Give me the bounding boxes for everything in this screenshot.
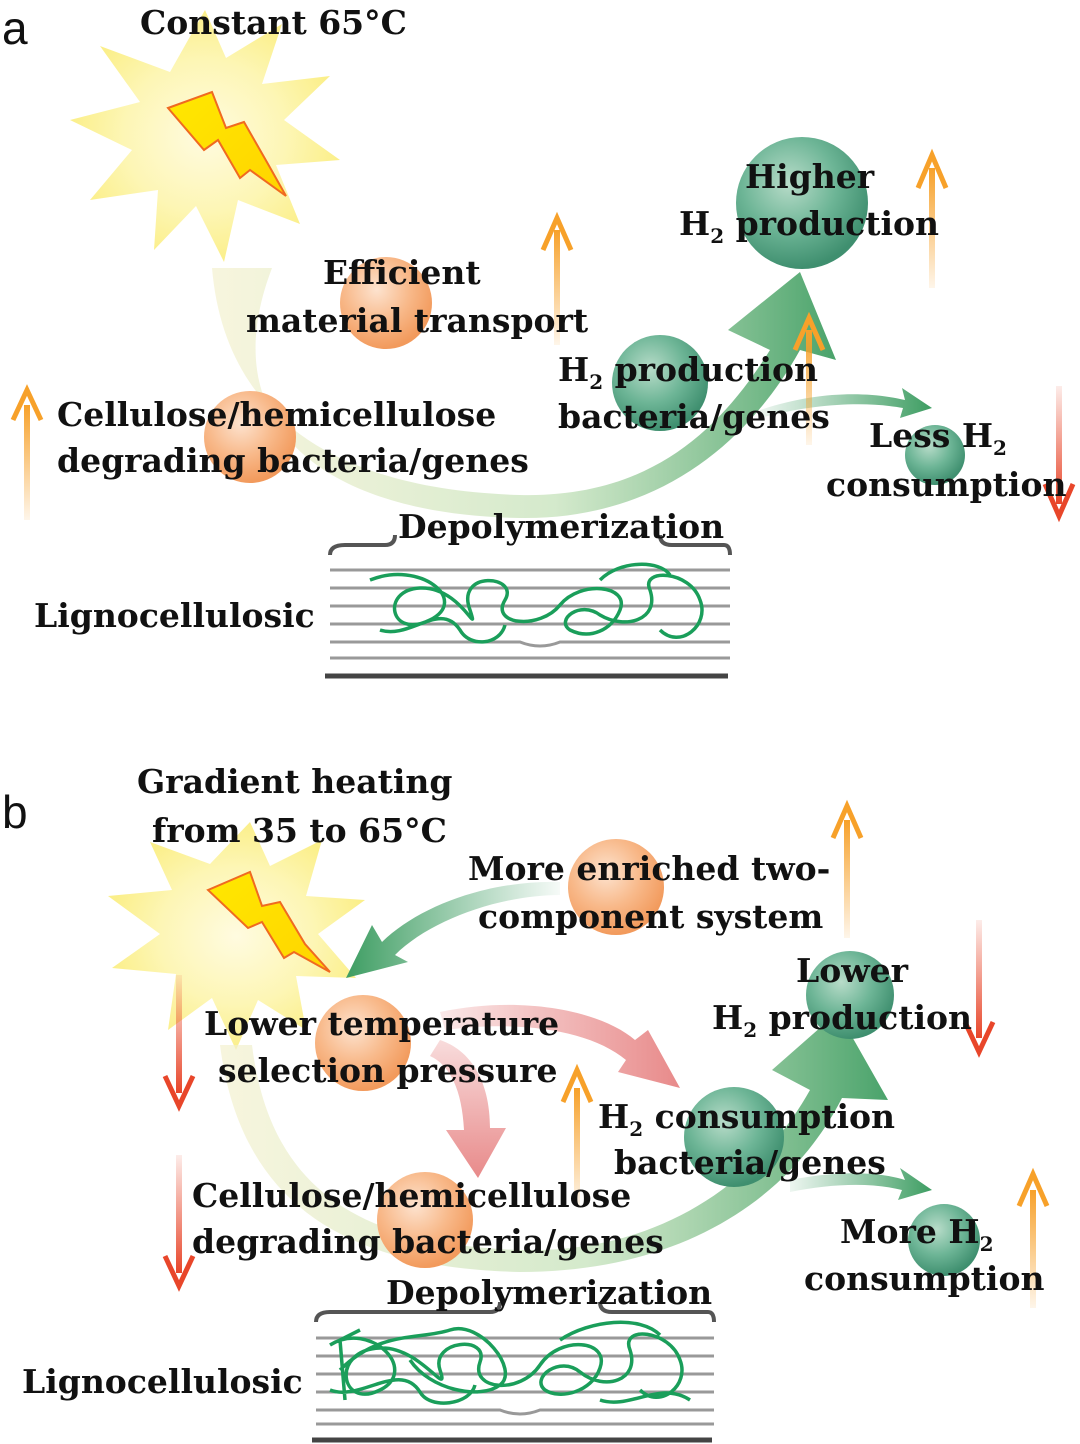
- panel-b-title-1: Gradient heating: [137, 762, 453, 801]
- up-arrow-icon: [13, 390, 41, 520]
- efficient-label-1: Efficient: [323, 253, 481, 292]
- less-h2-label-1: Less H2: [869, 416, 1007, 460]
- efficient-label-2: material transport: [246, 301, 589, 340]
- enriched-label-1: More enriched two-: [468, 849, 830, 888]
- lignocellulosic-label: Lignocellulosic: [34, 596, 315, 635]
- h2-consumption-bacteria-label-2: bacteria/genes: [614, 1143, 886, 1182]
- lignocellulose-bundle: [312, 1302, 714, 1440]
- panel-b: b: [2, 762, 1047, 1440]
- panel-label-a: a: [2, 2, 28, 54]
- cellulose-label-2: degrading bacteria/genes: [192, 1222, 664, 1261]
- cellulose-label-2: degrading bacteria/genes: [57, 441, 529, 480]
- lower-temp-label-1: Lower temperature: [204, 1004, 559, 1043]
- down-arrow-icon: [165, 1155, 193, 1286]
- higher-label-1: Higher: [745, 157, 875, 196]
- panel-a: a: [2, 2, 1073, 676]
- h2-production-bacteria-label-2: bacteria/genes: [558, 397, 830, 436]
- higher-label-2: H2 production: [679, 204, 939, 248]
- lignocellulose-bundle: [325, 535, 730, 676]
- h2-production-bacteria-label-1: H2 production: [558, 350, 818, 394]
- panel-b-title-2: from 35 to 65°C: [152, 811, 447, 850]
- less-h2-label-2: consumption: [826, 465, 1066, 504]
- lower-temp-label-2: selection pressure: [218, 1051, 557, 1090]
- up-arrow-icon: [833, 806, 861, 938]
- fiber-strand: [370, 564, 702, 642]
- lignocellulosic-label: Lignocellulosic: [22, 1362, 303, 1401]
- more-h2-label-1: More H2: [840, 1212, 994, 1256]
- more-h2-label-2: consumption: [804, 1259, 1044, 1298]
- depolymerization-label: Depolymerization: [386, 1273, 712, 1312]
- panel-a-title: Constant 65°C: [140, 3, 407, 42]
- panel-label-b: b: [2, 786, 28, 838]
- enriched-label-2: component system: [478, 897, 823, 936]
- cellulose-label-1: Cellulose/hemicellulose: [192, 1176, 631, 1215]
- h2-consumption-bacteria-label-1: H2 consumption: [598, 1097, 895, 1141]
- depolymerization-label: Depolymerization: [398, 507, 724, 546]
- lower-h2-label-2: H2 production: [712, 998, 972, 1042]
- lower-h2-label-1: Lower: [796, 951, 909, 990]
- cellulose-label-1: Cellulose/hemicellulose: [57, 395, 496, 434]
